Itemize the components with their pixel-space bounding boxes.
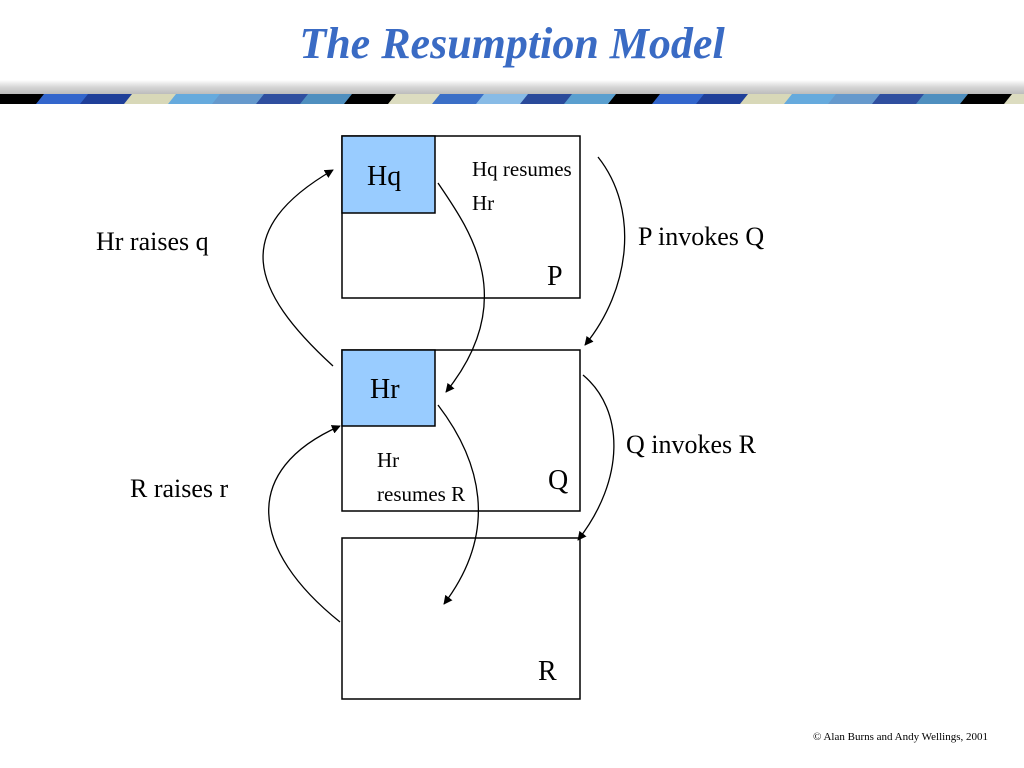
header-stripe (0, 94, 1024, 104)
hq-resumes-hr-line1: Hq resumes (472, 157, 572, 181)
hq-resumes-hr-line2: Hr (472, 191, 495, 215)
handler-hq-box (341, 135, 436, 214)
box-q-label: Q (548, 465, 569, 496)
q-invokes-r-label: Q invokes R (626, 430, 756, 459)
box-p-label: P (547, 261, 563, 292)
slide-title: The Resumption Model (299, 19, 725, 68)
box-r-label: R (538, 656, 557, 687)
header-shadow-bar (0, 80, 1024, 94)
arrow-hr-resumes-r (437, 404, 480, 605)
arrow-r-raises-r (268, 425, 341, 623)
r-raises-r-label: R raises r (130, 474, 229, 503)
hr-raises-q-label: Hr raises q (96, 227, 209, 256)
arrow-hr-raises-q (262, 169, 334, 367)
arrow-hq-resumes-hr (437, 182, 485, 393)
hr-resumes-r-line1: Hr (377, 448, 400, 472)
arrow-p-invokes-q (584, 156, 626, 346)
arrow-q-invokes-r (577, 374, 615, 541)
box-r (341, 537, 581, 700)
p-invokes-q-label: P invokes Q (638, 222, 765, 251)
handler-hr-label: Hr (370, 374, 400, 405)
copyright-notice: © Alan Burns and Andy Wellings, 2001 (812, 731, 988, 743)
handler-hq-label: Hq (367, 161, 402, 192)
hr-resumes-r-line2: resumes R (377, 482, 466, 506)
handler-hr-box (341, 349, 436, 427)
